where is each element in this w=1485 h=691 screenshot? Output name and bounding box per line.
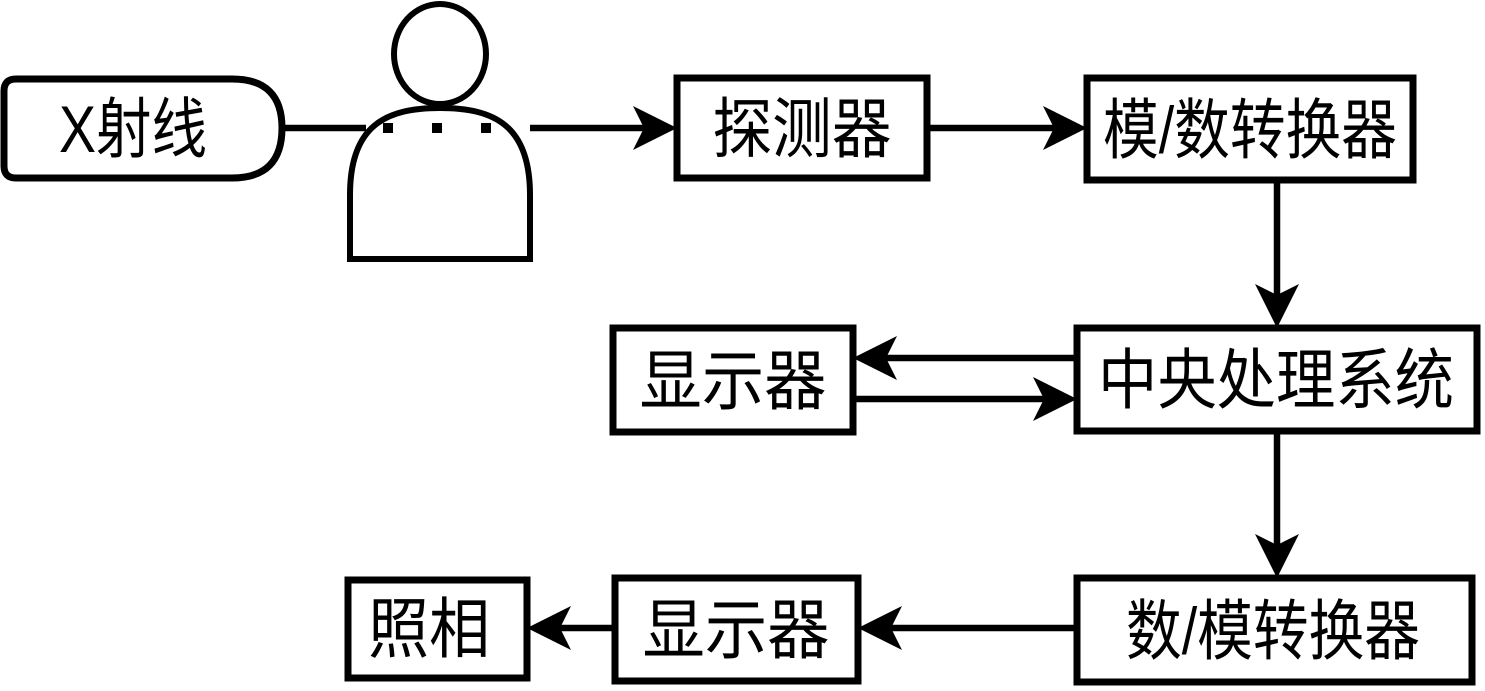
- person-body: [347, 104, 533, 262]
- beam-dot-3: [481, 123, 491, 133]
- patient-icon: [347, 1, 533, 262]
- arrowhead-left: [853, 336, 897, 380]
- display-output-label: 显示器: [643, 593, 830, 667]
- edge-display-to-cpu: [853, 377, 1077, 421]
- node-dac: 数/模转换器: [1073, 574, 1476, 686]
- display-main-box: [609, 324, 857, 436]
- node-display-main: 显示器: [609, 324, 857, 436]
- camera-label: 照相: [368, 592, 490, 666]
- detector-box: [673, 74, 931, 182]
- detector-label: 探测器: [713, 92, 892, 166]
- adc-box: [1083, 74, 1417, 184]
- node-camera: 照相: [344, 576, 531, 682]
- camera-box: [344, 576, 531, 682]
- node-cpu: 中央处理系统: [1073, 324, 1481, 435]
- arrowhead-right: [633, 106, 677, 150]
- node-xray-source: X射线: [0, 75, 286, 182]
- node-adc: 模/数转换器: [1083, 74, 1417, 184]
- edge-display-output-to-camera: [527, 606, 615, 650]
- edge-cpu-to-display: [853, 336, 1077, 380]
- node-display-output: 显示器: [611, 574, 862, 685]
- edge-cpu-to-dac: [1255, 431, 1299, 578]
- edge-patient-to-detector: [530, 106, 677, 150]
- adc-label: 模/数转换器: [1103, 93, 1397, 167]
- dac-label: 数/模转换器: [1126, 594, 1420, 668]
- node-detector: 探测器: [673, 74, 931, 182]
- edge-detector-to-adc: [927, 106, 1087, 150]
- cpu-box: [1073, 324, 1481, 435]
- beam-dot-1: [383, 123, 393, 133]
- cpu-label: 中央处理系统: [1098, 343, 1454, 417]
- edge-dac-to-display-output: [858, 606, 1077, 650]
- person-head: [391, 1, 489, 107]
- arrowhead-left: [527, 606, 571, 650]
- arrowhead-down: [1255, 284, 1299, 328]
- beam-dot-2: [432, 123, 442, 133]
- display-main-label: 显示器: [640, 344, 827, 418]
- arrowhead-right: [1043, 106, 1087, 150]
- arrowhead-down: [1255, 534, 1299, 578]
- xray-source-label: X射线: [59, 92, 207, 166]
- edge-adc-to-cpu: [1255, 180, 1299, 328]
- arrowhead-left: [858, 606, 902, 650]
- xray-source-shape: [0, 75, 286, 182]
- arrowhead-right: [1033, 377, 1077, 421]
